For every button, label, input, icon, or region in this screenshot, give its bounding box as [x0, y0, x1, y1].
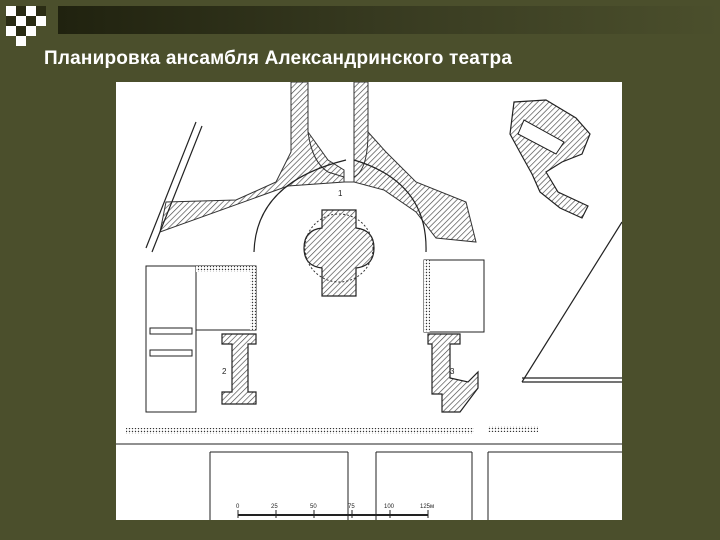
street-hatched-area: [159, 82, 477, 243]
scale-tick-0: 0: [236, 504, 240, 510]
bottom-street-blocks: [116, 426, 622, 520]
top-right-building: [509, 99, 591, 219]
scale-tick-50: 50: [310, 504, 317, 510]
monument-garden: [303, 209, 375, 297]
scale-tick-25: 25: [271, 504, 278, 510]
building-label-2: 2: [222, 367, 227, 376]
ensemble-plan-drawing: 1 2 3 0 25 50 75 100 125м: [116, 82, 622, 520]
building-number-labels: 1 2 3: [222, 189, 455, 376]
scale-tick-125: 125м: [420, 504, 434, 510]
scale-bar: 0 25 50 75 100 125м: [236, 504, 434, 518]
plan-svg: 1 2 3 0 25 50 75 100 125м: [116, 82, 622, 520]
building-label-3: 3: [450, 367, 455, 376]
building-left: [145, 265, 257, 413]
slide-title: Планировка ансамбля Александринского теа…: [44, 48, 513, 69]
title-bar-gradient: [58, 6, 720, 34]
scale-tick-100: 100: [384, 504, 395, 510]
building-label-1: 1: [338, 189, 343, 198]
scale-tick-75: 75: [348, 504, 355, 510]
building-right: [423, 259, 485, 413]
square-outline: [145, 121, 622, 383]
